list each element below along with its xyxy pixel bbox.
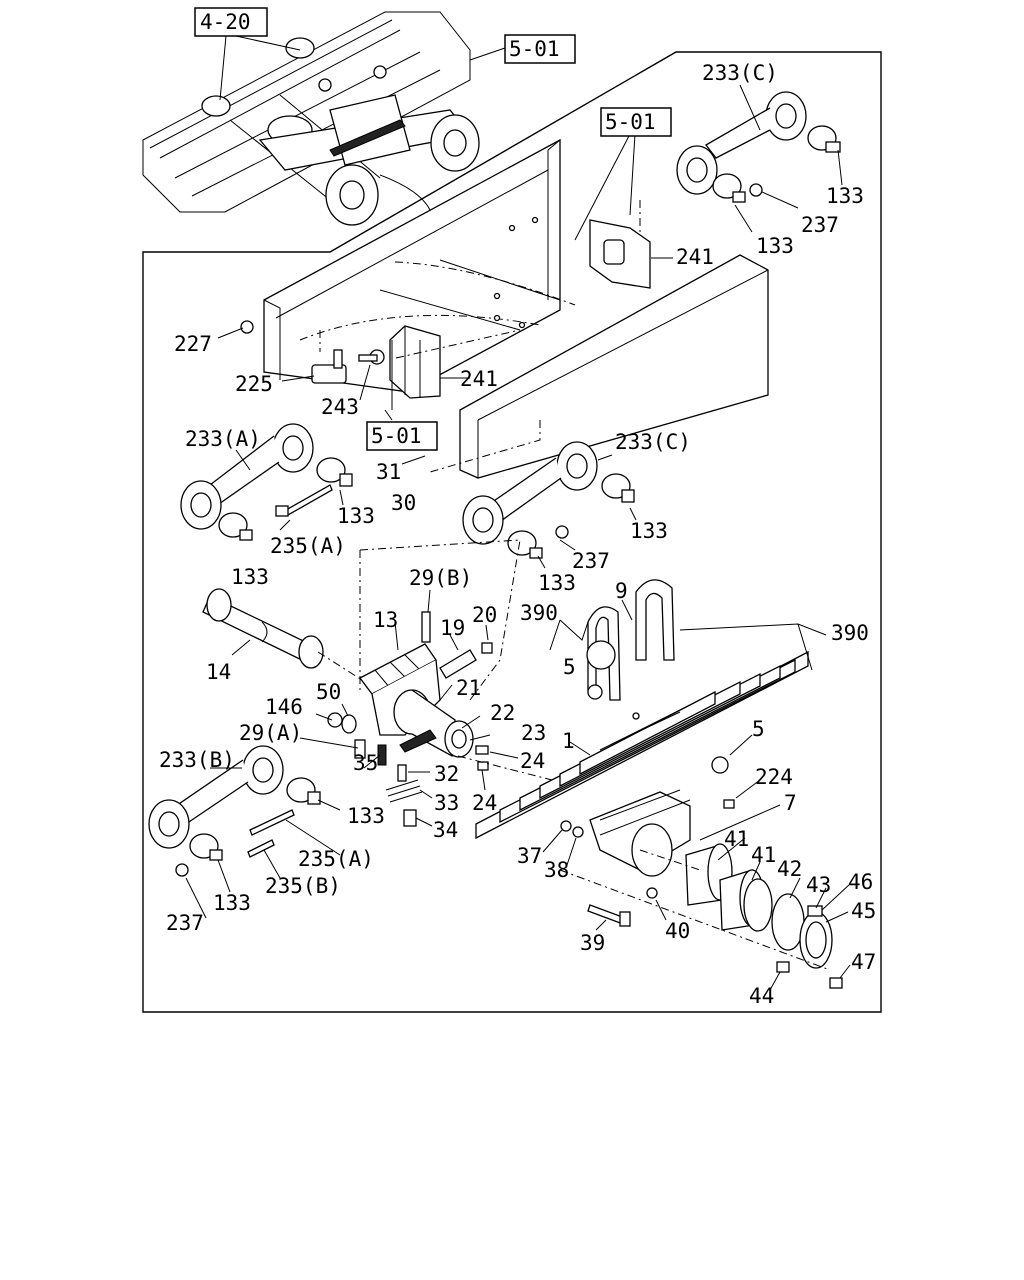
- spacer-225: [311, 364, 347, 384]
- reference-label: 5-01: [509, 37, 560, 61]
- part-label: 41: [751, 843, 776, 867]
- part-label: 133: [213, 891, 251, 915]
- part-label: 23: [521, 721, 546, 745]
- part-label: 133: [756, 234, 794, 258]
- part-label: 37: [517, 844, 542, 868]
- part-label: 133: [826, 184, 864, 208]
- part-label: 31: [376, 460, 401, 484]
- hub-assembly-7: [560, 789, 735, 927]
- part-label: 390: [520, 601, 558, 625]
- part-label: 233(B): [159, 748, 235, 772]
- part-label: 14: [206, 660, 231, 684]
- part-label: 224: [755, 765, 793, 789]
- torque-rod-233b: [148, 745, 321, 877]
- part-label: 7: [784, 791, 797, 815]
- chassis-overview-illustration: [142, 11, 480, 226]
- part-label: 13: [373, 608, 398, 632]
- part-label: 146: [265, 695, 303, 719]
- trunnion-shaft-14: [202, 588, 324, 669]
- part-label: 22: [490, 701, 515, 725]
- bracket-241-lower: [389, 325, 441, 399]
- leaf-spring-1: [475, 650, 809, 840]
- torque-rod-233a: [180, 423, 353, 541]
- part-label: 243: [321, 395, 359, 419]
- part-label: 35: [353, 751, 378, 775]
- torque-rod-233c-upper: [676, 91, 841, 203]
- part-label: 33: [434, 791, 459, 815]
- part-label: 40: [665, 919, 690, 943]
- part-label: 235(B): [265, 874, 341, 898]
- part-label: 44: [749, 984, 774, 1008]
- part-label: 235(A): [298, 847, 374, 871]
- reference-label: 5-01: [605, 110, 656, 134]
- part-label: 24: [520, 749, 545, 773]
- part-label: 30: [391, 491, 416, 515]
- part-label: 20: [472, 603, 497, 627]
- diagram-frame: [142, 51, 882, 1013]
- part-label: 21: [456, 676, 481, 700]
- part-label: 45: [851, 899, 876, 923]
- frame-rails: [263, 138, 769, 479]
- part-label: 50: [316, 680, 341, 704]
- part-label: 5: [752, 717, 765, 741]
- part-label: 241: [676, 245, 714, 269]
- part-label: 235(A): [270, 534, 346, 558]
- part-label: 47: [851, 950, 876, 974]
- part-label: 43: [806, 873, 831, 897]
- part-label: 32: [434, 762, 459, 786]
- leader-lines: [185, 35, 851, 991]
- reference-label: 5-01: [371, 424, 422, 448]
- reference-label: 4-20: [200, 10, 251, 34]
- part-label: 29(B): [409, 566, 472, 590]
- part-label: 237: [801, 213, 839, 237]
- part-label: 241: [460, 367, 498, 391]
- reference-box-5-01-mid[interactable]: 5-01: [600, 107, 672, 137]
- part-label: 46: [848, 870, 873, 894]
- part-label: 133: [347, 804, 385, 828]
- centerlines: [317, 200, 831, 971]
- part-label: 225: [235, 372, 273, 396]
- reference-box-5-01-top[interactable]: 5-01: [504, 34, 576, 64]
- part-label: 237: [572, 549, 610, 573]
- part-label: 227: [174, 332, 212, 356]
- part-label: 42: [777, 857, 802, 881]
- part-label: 24: [472, 791, 497, 815]
- u-bolts-390: [586, 579, 729, 774]
- part-label: 233(C): [615, 430, 691, 454]
- part-label: 133: [538, 571, 576, 595]
- part-label: 19: [440, 616, 465, 640]
- part-label: 133: [231, 565, 269, 589]
- reference-box-4-20[interactable]: 4-20: [194, 7, 268, 37]
- washers-42-43-45: [743, 878, 843, 989]
- part-label: 41: [724, 827, 749, 851]
- part-label: 133: [630, 519, 668, 543]
- part-label: 9: [615, 579, 628, 603]
- part-label: 133: [337, 504, 375, 528]
- torque-rod-233c-lower: [462, 441, 635, 559]
- part-label: 34: [433, 818, 458, 842]
- part-label: 29(A): [239, 721, 302, 745]
- part-label: 38: [544, 858, 569, 882]
- part-label: 233(C): [702, 61, 778, 85]
- part-label: 5: [563, 655, 576, 679]
- part-label: 39: [580, 931, 605, 955]
- trunnion-bracket-13: [359, 611, 493, 758]
- reference-box-5-01-low[interactable]: 5-01: [366, 421, 438, 451]
- part-label: 233(A): [185, 427, 261, 451]
- part-label: 1: [562, 729, 575, 753]
- part-label: 390: [831, 621, 869, 645]
- part-label: 237: [166, 911, 204, 935]
